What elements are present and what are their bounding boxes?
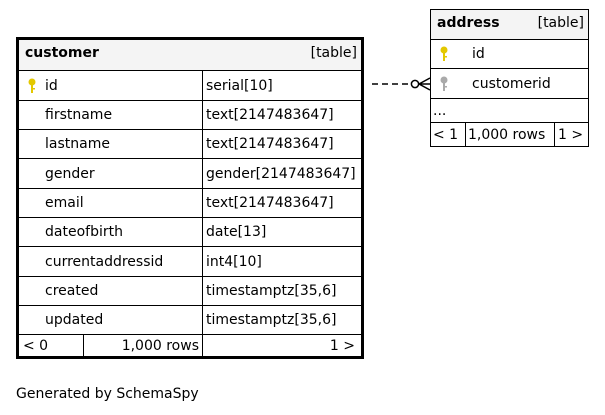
footer-divider	[554, 123, 555, 146]
footer-divider	[465, 123, 466, 146]
column-divider	[202, 306, 203, 334]
more-columns-ellipsis: ...	[433, 102, 447, 119]
crowfoot-marker	[418, 77, 431, 91]
column-type: text[2147483647]	[206, 107, 334, 123]
table-header: customer [table]	[19, 40, 361, 71]
address-table[interactable]: address [table] id customerid ... < 1 1,…	[430, 9, 589, 147]
column-type: text[2147483647]	[206, 195, 334, 211]
column-name: dateofbirth	[45, 224, 123, 240]
more-columns-row: ...	[431, 99, 588, 123]
table-kind: [table]	[310, 45, 357, 61]
column-name: updated	[45, 312, 104, 328]
column-divider	[202, 71, 203, 100]
column-divider	[202, 277, 203, 305]
column-row-dateofbirth[interactable]: dateofbirth date[13]	[19, 218, 361, 247]
primary-key-icon	[28, 78, 36, 93]
column-row-email[interactable]: email text[2147483647]	[19, 189, 361, 218]
generated-by-label: Generated by SchemaSpy	[16, 386, 199, 402]
column-name: gender	[45, 165, 95, 182]
column-name: firstname	[45, 107, 113, 123]
column-type: int4[10]	[206, 253, 262, 270]
table-header: address [table]	[431, 10, 588, 40]
table-kind: [table]	[537, 15, 584, 31]
parent-count[interactable]: < 1	[433, 126, 459, 143]
column-row-currentaddressid[interactable]: currentaddressid int4[10]	[19, 247, 361, 277]
column-name: customerid	[472, 75, 551, 92]
child-count[interactable]: 1 >	[558, 126, 584, 143]
column-name: id	[472, 46, 485, 62]
footer-divider	[83, 335, 84, 356]
column-row-id[interactable]: id serial[10]	[19, 71, 361, 101]
column-row-created[interactable]: created timestamptz[35,6]	[19, 277, 361, 306]
column-row-lastname[interactable]: lastname text[2147483647]	[19, 130, 361, 159]
column-name: lastname	[45, 136, 110, 152]
column-divider	[202, 159, 203, 188]
column-divider	[202, 130, 203, 158]
column-row-firstname[interactable]: firstname text[2147483647]	[19, 101, 361, 130]
column-row-customerid[interactable]: customerid	[431, 69, 588, 99]
column-row-id[interactable]: id	[431, 40, 588, 69]
parent-count[interactable]: < 0	[23, 337, 49, 354]
child-count[interactable]: 1 >	[329, 337, 355, 354]
footer-divider	[202, 335, 203, 356]
row-count: 1,000 rows	[121, 337, 199, 354]
column-type: serial[10]	[206, 77, 273, 94]
table-name: address	[437, 15, 500, 31]
column-row-gender[interactable]: gender gender[2147483647]	[19, 159, 361, 189]
table-name: customer	[25, 45, 99, 61]
column-name: created	[45, 283, 99, 299]
column-name: currentaddressid	[45, 253, 164, 270]
primary-key-icon	[440, 46, 448, 61]
column-name: id	[45, 77, 58, 94]
column-type: text[2147483647]	[206, 136, 334, 152]
table-footer: < 0 1,000 rows 1 >	[19, 335, 361, 356]
row-count: 1,000 rows	[468, 126, 546, 143]
column-type: gender[2147483647]	[206, 165, 356, 182]
column-type: timestamptz[35,6]	[206, 312, 337, 328]
zero-cardinality-marker	[410, 79, 420, 89]
customer-table[interactable]: customer [table] id serial[10] firstname…	[16, 37, 364, 359]
column-row-updated[interactable]: updated timestamptz[35,6]	[19, 306, 361, 335]
column-name: email	[45, 195, 84, 211]
column-type: timestamptz[35,6]	[206, 283, 337, 299]
column-type: date[13]	[206, 224, 267, 240]
column-divider	[202, 101, 203, 129]
table-footer: < 1 1,000 rows 1 >	[431, 123, 588, 146]
column-divider	[202, 247, 203, 276]
column-divider	[202, 218, 203, 246]
foreign-key-icon	[440, 76, 448, 91]
column-divider	[202, 189, 203, 217]
